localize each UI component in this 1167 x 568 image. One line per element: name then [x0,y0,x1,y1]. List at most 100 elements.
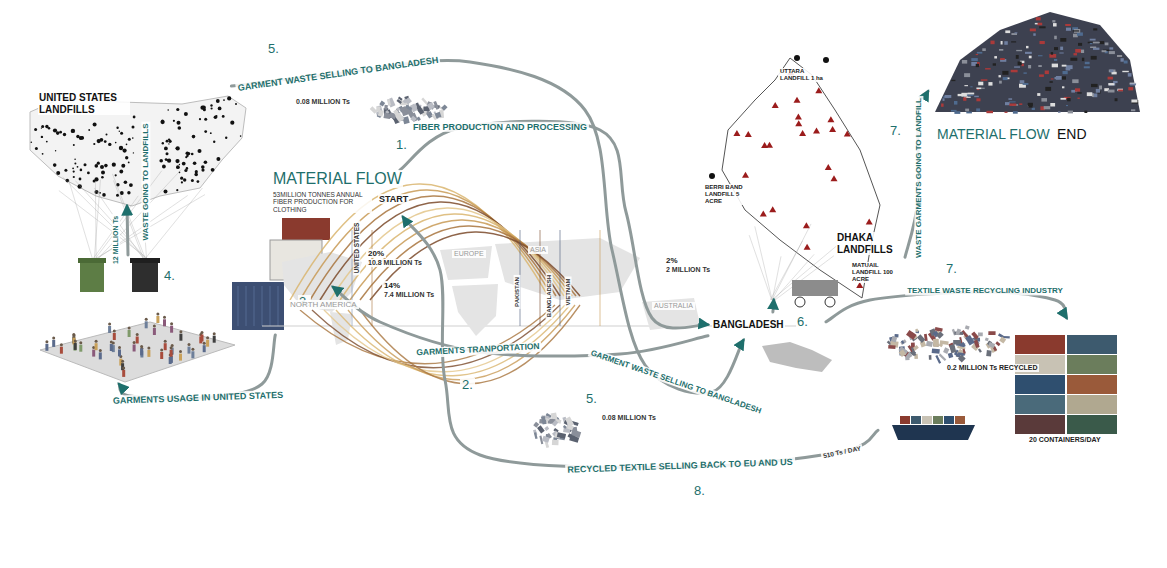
garment-speck [1117,89,1123,91]
fiber-arc [312,305,560,368]
person-body [136,337,139,344]
garment-speck [1108,90,1115,93]
fiber-arc [350,220,572,300]
garment-speck [1075,88,1080,91]
garment-speck [1063,71,1068,74]
continent-shape [440,246,492,280]
percent-label: 20% [366,249,386,258]
landfill-dot [216,99,220,103]
node-text: MATERIAL FLOW [272,170,403,188]
garment-scrap [544,426,549,431]
quantity-label: 510 Ts / DAY [821,444,864,460]
garment-speck [1124,61,1128,64]
container-stack [1015,415,1065,434]
garment-speck [1052,20,1055,22]
landfill-dot [227,96,231,100]
person-head [160,349,163,352]
garment-speck [1039,26,1045,28]
landfill-marker [795,120,802,126]
garment-scrap [552,440,559,446]
garment-speck [1115,98,1118,101]
garment-speck [1037,93,1040,96]
landfill-dot [93,122,97,126]
person-body [95,343,98,350]
garment-speck [964,85,968,86]
ship-container [922,416,932,424]
landfill-dot [129,183,133,187]
garment-speck [986,111,993,113]
person-body [118,349,121,356]
garment-scrap [410,113,418,122]
garment-speck [1051,52,1053,55]
flow-arrow [127,206,128,255]
person-head [133,341,136,344]
garment-speck [1013,111,1018,114]
landfill-dot [73,176,75,178]
flow-arrow [771,300,775,312]
landfill-dot [55,150,56,151]
garment-speck [1075,49,1081,53]
person-head [164,340,167,343]
garment-scrap [962,349,965,354]
flow-label: WASTE GOING TO LANDFILLS [141,121,150,242]
person-body [60,347,63,354]
quantity-label: 10.8 MILLION Ts [366,259,424,267]
landfill-dot [216,157,220,161]
garment-speck [977,52,982,54]
landfill-dot [71,129,75,133]
funnel-line [94,180,100,260]
garment-speck [964,73,970,77]
garment-scrap [888,345,895,349]
garment-speck [1108,77,1113,80]
person-head [110,341,113,344]
garment-speck [1091,56,1097,60]
node-text: START [378,194,409,204]
container-rib [278,286,279,326]
garment-speck [1060,47,1063,50]
garment-speck [1000,59,1006,62]
person-body [52,340,55,347]
garment-speck [1073,30,1079,31]
landfill-dot [173,120,175,122]
garment-scrap [915,328,919,332]
garment-speck [1090,47,1096,49]
ship-container [955,416,965,424]
landfill-dot [108,143,111,146]
landfill-dot [178,126,182,130]
garment-speck [1087,92,1093,96]
garment-speck [1113,81,1118,83]
garment-scrap [978,348,982,352]
flow-label: GARMENT WASTE SELLING TO BANGLADESH [235,55,441,94]
ship-container [911,416,921,424]
country-label: VIETNAM [565,277,572,308]
garment-speck [1055,77,1058,79]
production-bar [372,230,373,326]
production-bar [600,230,601,326]
landfill-dot [41,125,44,128]
garment-speck [976,108,980,111]
landfill-dot [59,131,62,134]
landfill-dot [63,133,66,136]
garment-speck [978,82,983,86]
stage-node: MATERIAL FLOWSTART53MILLION TONNES ANNUA… [268,170,418,217]
landfill-dot [41,127,42,128]
callout-number: 7. [944,262,959,277]
garment-speck [1036,17,1041,20]
garment-speck [951,80,955,81]
landfill-dot [80,169,83,172]
funnel-line [69,180,93,260]
garment-scrap [435,112,442,119]
garment-scrap [557,432,566,439]
person-head [201,331,204,334]
person-head [108,323,111,326]
garment-speck [1052,64,1058,68]
person-head [99,349,102,352]
garment-speck [1109,83,1116,86]
fiber-arc [320,202,560,300]
garment-scrap [936,331,944,339]
person-body [108,326,111,333]
landfill-dot [195,170,198,173]
person-head [113,330,116,333]
person-body [203,345,206,352]
landfill-dot [193,162,197,166]
